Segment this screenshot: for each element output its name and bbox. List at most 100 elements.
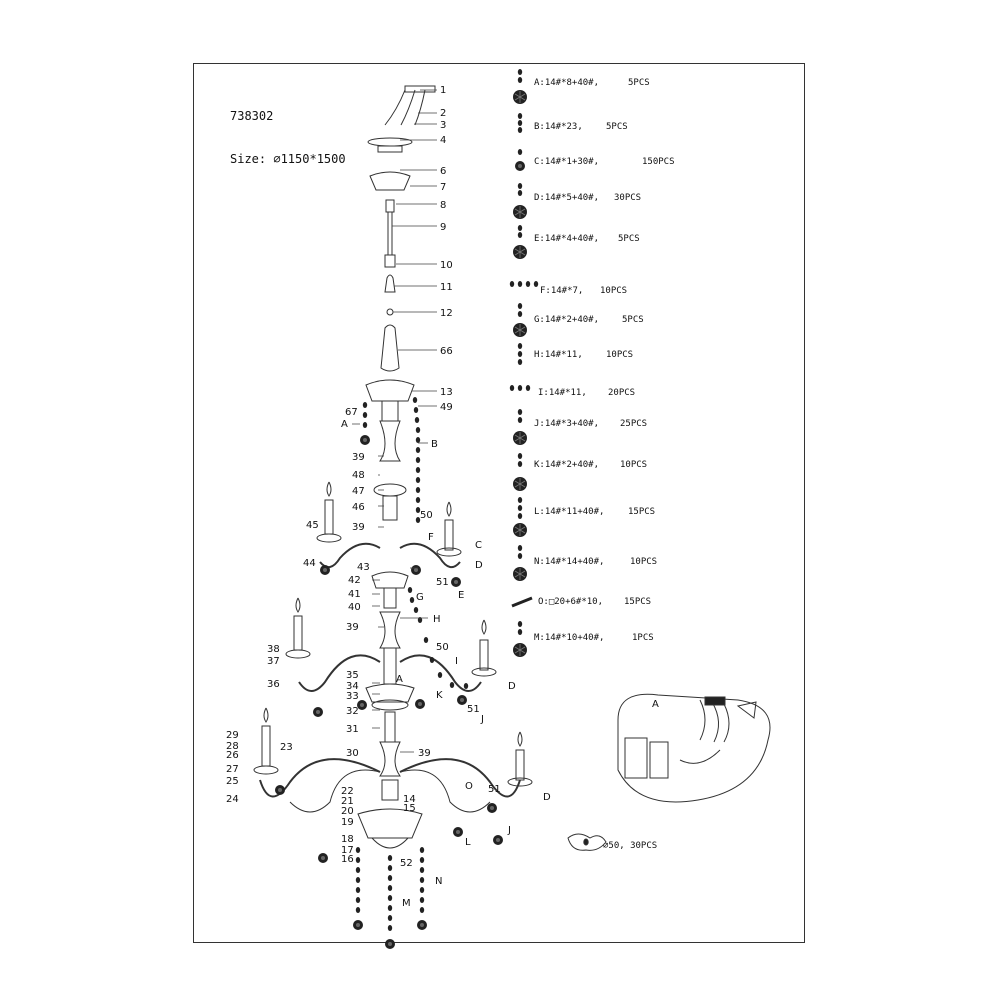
callout-c28: 28 [226, 741, 239, 752]
detail-label: A [652, 699, 659, 710]
callout-c24: 24 [226, 794, 239, 805]
callout-cH: H [433, 614, 441, 625]
chandelier-arms [259, 542, 521, 813]
callout-c48: 48 [352, 470, 365, 481]
callout-c11: 11 [440, 282, 453, 293]
callout-c16: 16 [341, 854, 354, 865]
callout-c39a: 39 [352, 452, 365, 463]
drawing-sheet: 738302 Size: ⌀1150*1500 [193, 63, 805, 943]
callout-c50b: 50 [436, 642, 449, 653]
callout-c52: 52 [400, 858, 413, 869]
callout-c51b: 51 [467, 704, 480, 715]
callout-c66: 66 [440, 346, 453, 357]
callout-c9: 9 [440, 222, 446, 233]
callout-c23: 23 [280, 742, 293, 753]
part-row-i: I:14#*11,20PCS [538, 388, 636, 398]
callout-cM: M [402, 898, 411, 909]
callout-c7: 7 [440, 182, 446, 193]
callout-c3: 3 [440, 120, 446, 131]
callout-c17: 17 [341, 845, 354, 856]
callout-cD2: D [508, 681, 516, 692]
callout-c13: 13 [440, 387, 453, 398]
part-row-m: M:14#*10+40#,1PCS [534, 633, 654, 643]
callout-c37: 37 [267, 656, 280, 667]
callout-c45: 45 [306, 520, 319, 531]
part-row-e: E:14#*4+40#,5PCS [534, 234, 640, 244]
callout-c8: 8 [440, 200, 446, 211]
bead-chains [275, 397, 503, 949]
part-row-l: L:14#*11+40#,15PCS [534, 507, 656, 517]
central-stem [357, 85, 436, 849]
callout-c26: 26 [226, 750, 239, 761]
callout-c34: 34 [346, 681, 359, 692]
callout-c15: 15 [403, 803, 416, 814]
callout-c32: 32 [346, 706, 359, 717]
callout-c40: 40 [348, 602, 361, 613]
callout-cL: L [465, 837, 471, 848]
part-row-j: J:14#*3+40#,25PCS [534, 419, 648, 429]
callout-cJ2: J [507, 825, 511, 836]
callout-c46: 46 [352, 502, 365, 513]
callout-c50a: 50 [420, 510, 433, 521]
callout-c1: 1 [440, 85, 446, 96]
callout-c6: 6 [440, 166, 446, 177]
callout-c20: 20 [341, 806, 354, 817]
callout-c14: 14 [403, 794, 416, 805]
part-row-b: B:14#*23,5PCS [534, 122, 628, 132]
callout-cF: F [428, 532, 434, 543]
callout-cC: C [475, 540, 482, 551]
callout-c43: 43 [357, 562, 370, 573]
model-number: 738302 [230, 109, 274, 123]
callout-c19: 19 [341, 817, 354, 828]
part-row-f: F:14#*7,10PCS [540, 286, 628, 296]
callout-c21: 21 [341, 796, 354, 807]
callout-c41: 41 [348, 589, 361, 600]
callout-cE: E [458, 590, 464, 601]
callout-cG: G [416, 592, 424, 603]
callout-c51a: 51 [436, 577, 449, 588]
callout-c51c: 51 [488, 784, 501, 795]
part-row-h: H:14#*11,10PCS [534, 350, 634, 360]
callout-c47a: 47 [352, 486, 365, 497]
callout-cN: N [435, 876, 442, 887]
callout-c29: 29 [226, 730, 239, 741]
size-spec: Size: ⌀1150*1500 [230, 152, 346, 166]
callout-c33: 33 [346, 691, 359, 702]
part-row-d: D:14#*5+40#,30PCS [534, 193, 642, 203]
callout-labels: 1 2 3 4 6 7 8 9 10 11 12 66 13 49 67 A B… [226, 85, 551, 909]
candles [253, 481, 533, 787]
callout-c27: 27 [226, 764, 239, 775]
callout-c22: 22 [341, 786, 354, 797]
callout-cJ1: J [480, 714, 484, 725]
callout-c31: 31 [346, 724, 359, 735]
callout-c4: 4 [440, 135, 446, 146]
callout-c42: 42 [348, 575, 361, 586]
callout-cI: I [455, 656, 458, 667]
part-row-c: C:14#*1+30#,150PCS [534, 157, 675, 167]
part-row-n: N:14#*14+40#,10PCS [534, 557, 658, 567]
part-icons [509, 69, 539, 658]
part-row-g: G:14#*2+40#,5PCS [534, 315, 644, 325]
bobeche-icon [567, 833, 607, 851]
part-row-k: K:14#*2+40#,10PCS [534, 460, 648, 470]
callout-cA1: A [341, 419, 348, 430]
callout-c39c: 39 [346, 622, 359, 633]
part-row-a: A:14#*8+40#,5PCS [534, 78, 650, 88]
callout-c38: 38 [267, 644, 280, 655]
callout-c36: 36 [267, 679, 280, 690]
callout-c25: 25 [226, 776, 239, 787]
bobeche-spec: ⌀50, 30PCS [603, 841, 658, 851]
callout-leaders [352, 89, 437, 753]
callout-cO: O [465, 781, 473, 792]
callout-c35: 35 [346, 670, 359, 681]
callout-cD1: D [475, 560, 483, 571]
callout-cK: K [436, 690, 443, 701]
part-row-o: O:□20+6#*10,15PCS [538, 597, 652, 607]
detail-a [617, 693, 771, 803]
callout-cB: B [431, 439, 438, 450]
callout-c44: 44 [303, 558, 316, 569]
callout-c2: 2 [440, 108, 446, 119]
callout-c67: 67 [345, 407, 358, 418]
callout-c30: 30 [346, 748, 359, 759]
